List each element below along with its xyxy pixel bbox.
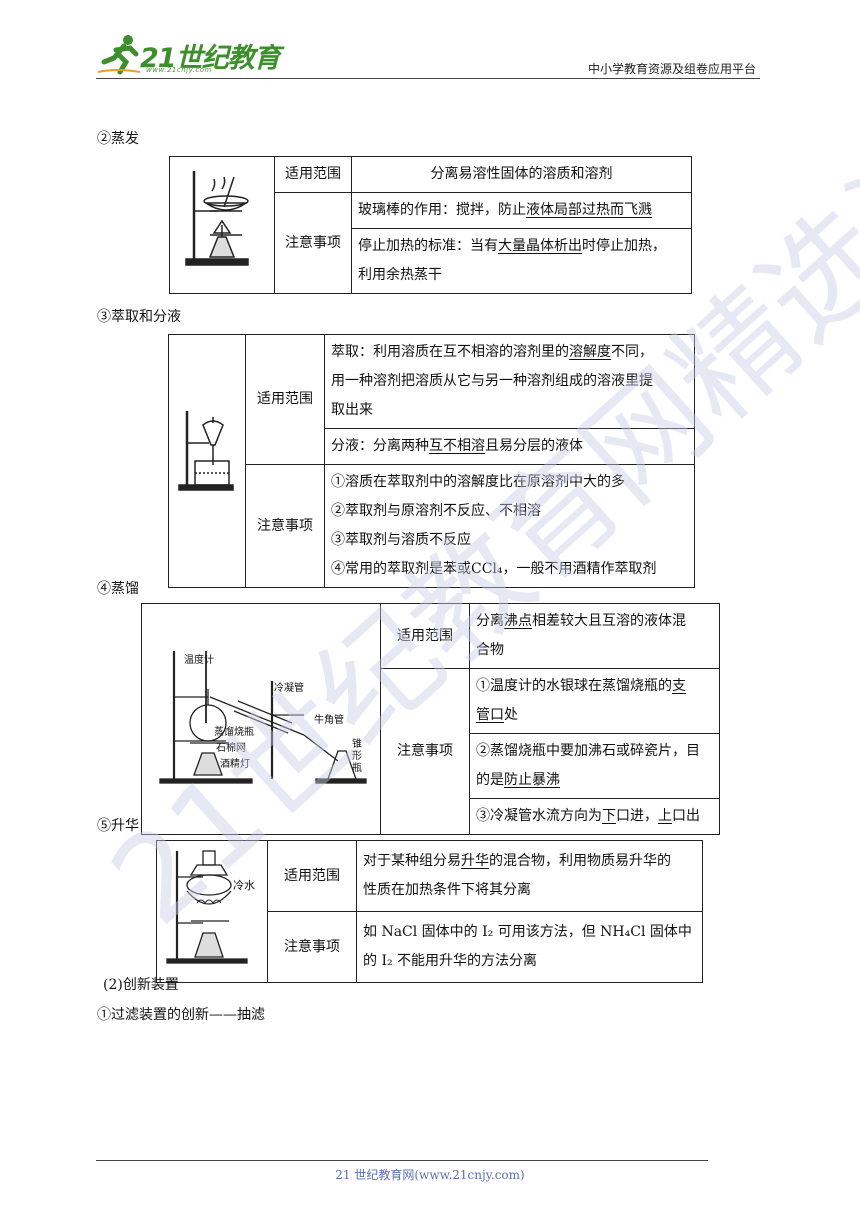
distillation-note-2: ②蒸馏烧瓶中要加沸石或碎瓷片，目的是防止暴沸 xyxy=(469,733,720,799)
section-title-sublimation: ⑤升华 xyxy=(97,818,139,834)
header-platform-text: 中小学教育资源及组卷应用平台 xyxy=(587,62,756,76)
evaporation-table: 适用范围 分离易溶性固体的溶质和溶剂 注意事项 玻璃棒的作用：搅拌，防止液体局部… xyxy=(169,156,692,294)
evaporation-scope-label: 适用范围 xyxy=(274,156,352,193)
sublimation-note: 如 NaCl 固体中的 I₂ 可用该方法，但 NH₄Cl 固体中的 I₂ 不能用… xyxy=(356,911,703,983)
section-title-extraction: ③萃取和分液 xyxy=(97,309,181,325)
distillation-scope-label: 适用范围 xyxy=(380,603,470,669)
label-thermometer: 温度计 xyxy=(184,653,214,666)
label-conical-3: 瓶 xyxy=(352,761,362,774)
sublimation-table: 冷水 适用范围 对于某种组分易升华的混合物，利用物质易升华的性质在加热条件下将其… xyxy=(156,840,703,983)
sublimation-scope-text: 对于某种组分易升华的混合物，利用物质易升华的性质在加热条件下将其分离 xyxy=(356,840,703,912)
distillation-table: 温度计 冷凝管 牛角管 蒸馏烧瓶 石棉网 酒精灯 锥 形 瓶 适用范围 分离沸点… xyxy=(141,603,720,835)
extraction-note-4: ④常用的萃取剂是苯或CCl₄，一般不用酒精作萃取剂 xyxy=(331,561,657,577)
distillation-diagram-cell: 温度计 冷凝管 牛角管 蒸馏烧瓶 石棉网 酒精灯 锥 形 瓶 xyxy=(141,603,381,835)
label-cold-water: 冷水 xyxy=(233,879,255,892)
section-title-evaporation: ②蒸发 xyxy=(97,131,139,147)
distillation-apparatus-icon: 温度计 冷凝管 牛角管 蒸馏烧瓶 石棉网 酒精灯 锥 形 瓶 xyxy=(159,650,367,784)
logo-subtitle: www.21cnjy.com xyxy=(146,66,212,74)
label-conical-1: 锥 xyxy=(352,738,362,750)
extraction-note-1: ①溶质在萃取剂中的溶解度比在原溶剂中大的多 xyxy=(331,474,625,490)
distillation-note-3: ③冷凝管水流方向为下口进，上口出 xyxy=(469,798,720,835)
separatory-funnel-icon xyxy=(178,410,234,491)
evaporation-note-1: 玻璃棒的作用：搅拌，防止液体局部过热而飞溅 xyxy=(351,192,692,229)
section-title-innovation: (2)创新装置 xyxy=(103,977,179,993)
evaporation-notes-label: 注意事项 xyxy=(274,192,352,294)
label-flask: 蒸馏烧瓶 xyxy=(214,725,254,738)
sublimation-scope-label: 适用范围 xyxy=(267,840,357,912)
logo-text: 21世纪教育 xyxy=(140,43,281,74)
extraction-diagram-cell xyxy=(168,334,246,588)
innovation-subtitle: ①过滤装置的创新——抽滤 xyxy=(97,1007,265,1023)
sublimation-notes-label: 注意事项 xyxy=(267,911,357,983)
label-lamp: 酒精灯 xyxy=(220,757,250,770)
sublimation-diagram-cell: 冷水 xyxy=(156,840,268,983)
extraction-note-2: ②萃取剂与原溶剂不反应、不相溶 xyxy=(331,503,541,519)
evaporation-note-2: 停止加热的标准：当有大量晶体析出时停止加热，利用余热蒸干 xyxy=(351,228,692,294)
footer-text: 21 世纪教育网(www.21cnjy.com) xyxy=(335,1168,525,1182)
extraction-note-3: ③萃取剂与溶质不反应 xyxy=(331,532,471,548)
label-condenser: 冷凝管 xyxy=(274,681,304,694)
extraction-scope-2: 分液：分离两种互不相溶且易分层的液体 xyxy=(324,428,695,465)
extraction-table: 适用范围 萃取：利用溶质在互不相溶的溶剂里的溶解度不同， 用一种溶剂把溶质从它与… xyxy=(168,334,695,588)
label-gauze: 石棉网 xyxy=(216,741,246,754)
evaporation-scope-text: 分离易溶性固体的溶质和溶剂 xyxy=(351,156,692,193)
evaporation-apparatus-icon xyxy=(185,170,249,266)
distillation-note-1: ①温度计的水银球在蒸馏烧瓶的支管口处 xyxy=(469,668,720,734)
footer-divider xyxy=(96,1160,708,1161)
evaporation-diagram-cell xyxy=(169,156,275,294)
extraction-scope-1: 萃取：利用溶质在互不相溶的溶剂里的溶解度不同， 用一种溶剂把溶质从它与另一种溶剂… xyxy=(324,334,695,429)
label-conical-2: 形 xyxy=(352,750,362,762)
runner-logo-icon xyxy=(97,35,141,75)
extraction-notes-label: 注意事项 xyxy=(245,464,325,588)
label-adapter: 牛角管 xyxy=(314,713,344,726)
extraction-scope-label: 适用范围 xyxy=(245,334,325,465)
extraction-notes: ①溶质在萃取剂中的溶解度比在原溶剂中大的多 ②萃取剂与原溶剂不反应、不相溶 ③萃… xyxy=(324,464,695,588)
distillation-scope-text: 分离沸点相差较大且互溶的液体混合物 xyxy=(469,603,720,669)
section-title-distillation: ④蒸馏 xyxy=(97,581,139,597)
header-divider xyxy=(96,78,760,79)
sublimation-apparatus-icon: 冷水 xyxy=(166,850,255,964)
distillation-notes-label: 注意事项 xyxy=(380,668,470,835)
